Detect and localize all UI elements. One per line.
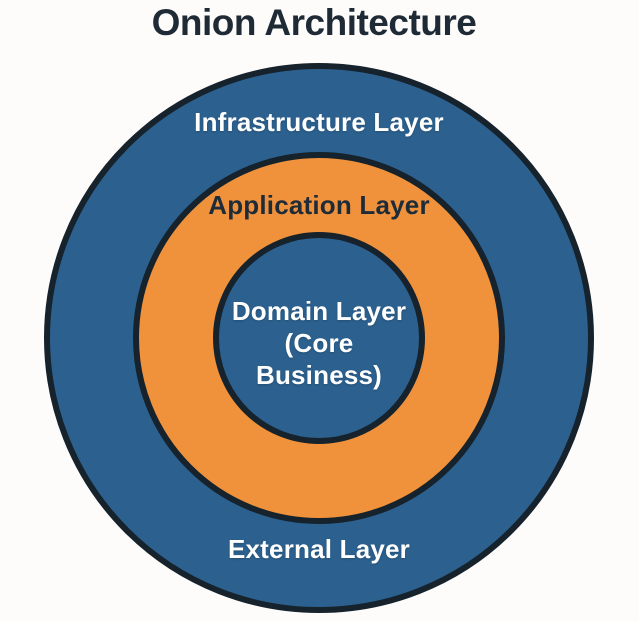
- domain-layer-label: Domain Layer (Core Business): [44, 295, 594, 391]
- domain-layer-label-line-2: (Core: [284, 328, 354, 358]
- domain-layer-circle: [213, 232, 425, 444]
- domain-layer-label-line-1: Domain Layer: [231, 296, 407, 326]
- domain-layer-label-line-3: Business): [255, 360, 383, 390]
- external-layer-label: External Layer: [227, 534, 410, 564]
- page-title: Onion Architecture: [151, 2, 477, 43]
- infrastructure-layer-label: Infrastructure Layer: [194, 107, 444, 137]
- application-layer-label: Application Layer: [208, 190, 430, 220]
